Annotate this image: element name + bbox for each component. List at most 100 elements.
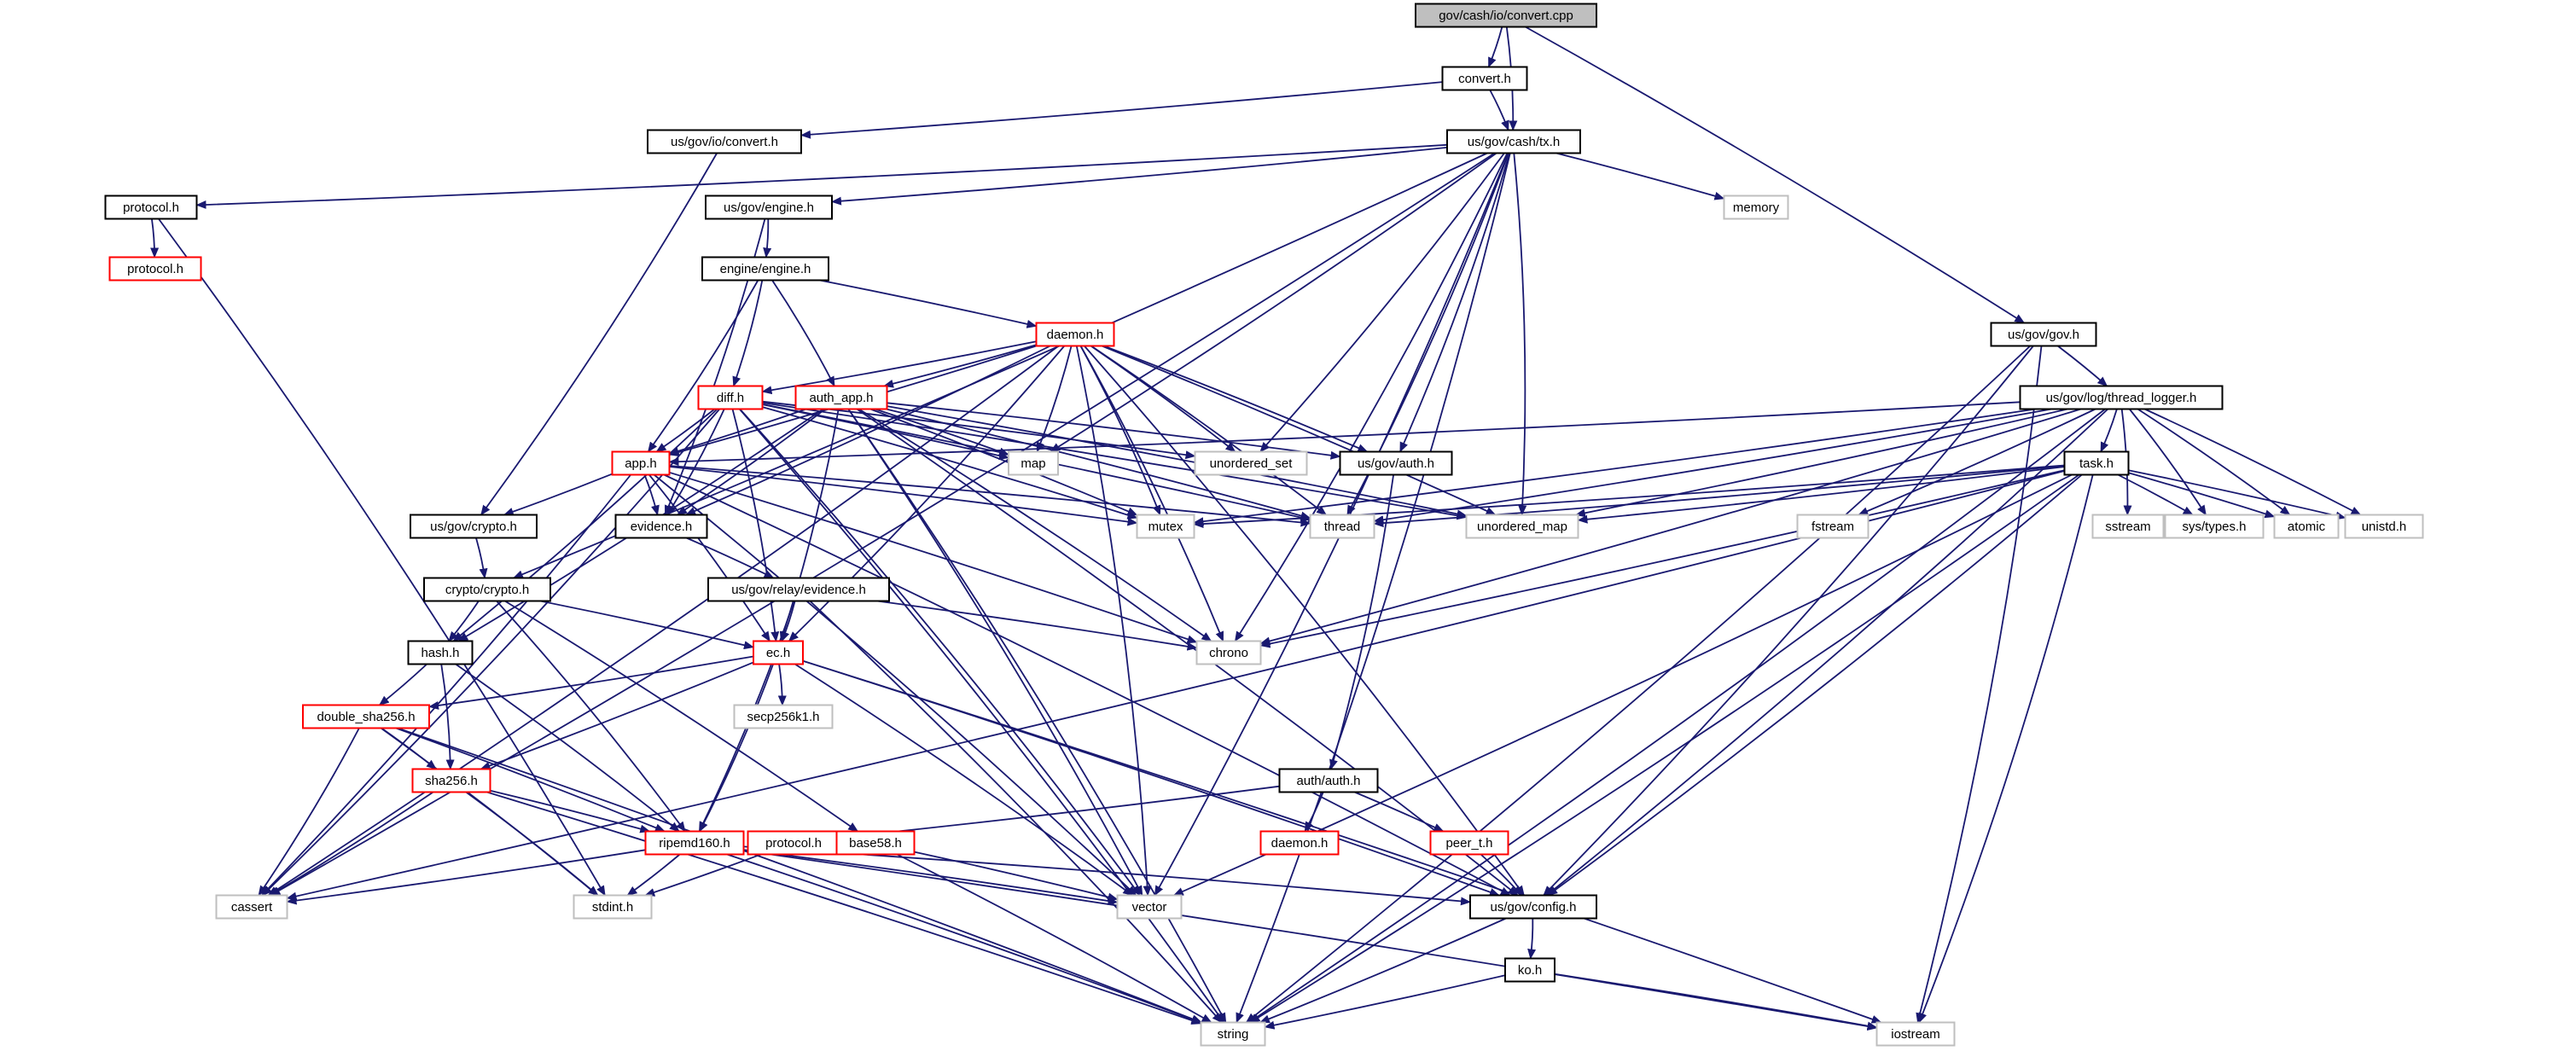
node-hash-h[interactable]: hash.h (407, 640, 474, 665)
node-box-vector (1116, 894, 1183, 920)
edge-engine-engine-to-app-h (647, 280, 759, 453)
node-auth-auth[interactable]: auth/auth.h (1278, 768, 1379, 793)
edge-base58-to-string (896, 853, 1212, 1024)
node-box-convert-h (1441, 66, 1528, 91)
node-root[interactable]: gov/cash/io/convert.cpp (1415, 3, 1597, 28)
node-base58[interactable]: base58.h (835, 830, 916, 856)
node-gov-h[interactable]: us/gov/gov.h (1990, 322, 2097, 347)
node-label-crypto-crypto: crypto/crypto.h (445, 583, 529, 597)
edge-auth-app-to-evidence-h (677, 408, 826, 516)
node-ec-h[interactable]: ec.h (753, 640, 804, 665)
edge-sha256-to-string (486, 791, 1202, 1025)
edge-ripemd-to-iostream (743, 850, 1878, 1031)
node-label-ripemd: ripemd160.h (659, 836, 730, 851)
edge-ripemd-to-vector (743, 849, 1119, 905)
node-gov-config[interactable]: us/gov/config.h (1469, 894, 1597, 920)
node-peer-t[interactable]: peer_t.h (1429, 830, 1509, 856)
edge-double-sha-to-ripemd (395, 727, 666, 833)
edge-ko-h-to-string (1264, 974, 1506, 1030)
node-diff-h[interactable]: diff.h (697, 385, 764, 410)
node-gov-crypto[interactable]: us/gov/crypto.h (410, 514, 538, 539)
node-label-gov-engine: us/gov/engine.h (724, 200, 814, 215)
node-box-evidence-h (614, 514, 708, 539)
edge-daemon-h-to-gov-auth (1103, 345, 1369, 453)
edge-app-h-to-chrono (669, 471, 1198, 644)
edge-crypto-crypto-to-ec-h (540, 600, 754, 650)
node-label-ec-h: ec.h (766, 646, 790, 660)
edge-thread-logger-to-fstream (1858, 408, 2096, 516)
node-label-vector: vector (1132, 900, 1167, 915)
edge-auth-app-to-chrono (858, 408, 1212, 642)
node-protocol-h-red[interactable]: protocol.h (108, 256, 202, 282)
node-evidence-h[interactable]: evidence.h (614, 514, 708, 539)
node-label-gov-crypto: us/gov/crypto.h (430, 520, 517, 534)
node-box-sys-types (2164, 514, 2265, 539)
node-crypto-crypto[interactable]: crypto/crypto.h (423, 577, 551, 602)
node-app-h[interactable]: app.h (611, 450, 671, 476)
node-label-task-h: task.h (2079, 456, 2114, 471)
node-sstream: sstream (2091, 514, 2165, 539)
edge-tx-h-to-memory (1555, 152, 1725, 200)
edge-thread-logger-to-atomic (2137, 408, 2291, 516)
node-stdint: stdint.h (573, 894, 653, 920)
edge-double-sha-to-cassert (258, 728, 360, 897)
node-box-atomic (2273, 514, 2340, 539)
edge-diff-h-to-app-h (655, 408, 716, 453)
node-protocol-h[interactable]: protocol.h (104, 195, 198, 220)
node-daemon-h[interactable]: daemon.h (1035, 322, 1115, 347)
node-auth-app[interactable]: auth_app.h (794, 385, 888, 410)
node-convert-h[interactable]: convert.h (1441, 66, 1528, 91)
edge-thread-logger-to-unordered-map (1574, 408, 2068, 518)
node-string: string (1200, 1021, 1266, 1047)
edge-app-h-to-thread (669, 465, 1311, 527)
node-protocol-h2[interactable]: protocol.h (747, 830, 840, 856)
edge-thread-logger-to-task-h (2100, 409, 2118, 453)
node-memory: memory (1723, 195, 1789, 220)
node-box-root (1415, 3, 1597, 28)
node-ripemd[interactable]: ripemd160.h (644, 830, 745, 856)
node-sha256[interactable]: sha256.h (411, 768, 491, 793)
node-box-task-h (2063, 450, 2130, 476)
node-task-h[interactable]: task.h (2063, 450, 2130, 476)
edge-app-h-to-ec-h (648, 473, 770, 642)
node-label-unistd: unistd.h (2362, 520, 2407, 534)
edge-hash-h-to-ripemd (455, 663, 680, 833)
node-box-base58 (835, 830, 916, 856)
edge-tx-h-to-gov-auth (1399, 153, 1510, 453)
edge-gov-config-to-string (1259, 917, 1507, 1024)
node-label-engine-engine: engine/engine.h (720, 262, 811, 276)
edge-peer-t-to-gov-config (1480, 853, 1523, 897)
node-double-sha[interactable]: double_sha256.h (302, 704, 430, 729)
node-ko-h[interactable]: ko.h (1504, 957, 1555, 983)
node-gov-auth[interactable]: us/gov/auth.h (1339, 450, 1453, 476)
node-io-convert[interactable]: us/gov/io/convert.h (647, 129, 802, 154)
node-box-protocol-h-red (108, 256, 202, 282)
node-gov-engine[interactable]: us/gov/engine.h (705, 195, 833, 220)
edge-gov-config-to-ko-h (1527, 918, 1537, 960)
node-thread-logger[interactable]: us/gov/log/thread_logger.h (2019, 385, 2224, 410)
node-box-fstream (1796, 514, 1869, 539)
node-box-protocol-h2 (747, 830, 840, 856)
edge-thread-logger-to-unistd (2144, 408, 2362, 516)
edge-crypto-crypto-to-base58 (504, 600, 859, 833)
node-daemon-h2[interactable]: daemon.h (1259, 830, 1340, 856)
edge-daemon-h-to-vector (1075, 345, 1152, 897)
edge-auth-auth-to-peer-t (1354, 791, 1445, 833)
dependency-edges (150, 26, 2362, 1031)
node-vector: vector (1116, 894, 1183, 920)
node-tx-h[interactable]: us/gov/cash/tx.h (1446, 129, 1581, 154)
edge-ec-h-to-vector (794, 663, 1134, 897)
edge-ec-h-to-iostream (802, 659, 1882, 1024)
node-box-relay-evidence (707, 577, 890, 602)
node-label-app-h: app.h (625, 456, 657, 471)
node-box-gov-config (1469, 894, 1597, 920)
edge-engine-engine-to-daemon-h (819, 279, 1038, 328)
node-box-gov-auth (1339, 450, 1453, 476)
edge-daemon-h-to-cassert (267, 345, 1060, 897)
node-relay-evidence[interactable]: us/gov/relay/evidence.h (707, 577, 890, 602)
edge-app-h-to-gov-config (663, 473, 1511, 897)
node-iostream: iostream (1875, 1021, 1956, 1047)
node-engine-engine[interactable]: engine/engine.h (701, 256, 829, 282)
edge-gov-auth-to-auth-auth (1329, 474, 1394, 770)
edge-relay-evidence-to-ec-h (781, 601, 796, 642)
